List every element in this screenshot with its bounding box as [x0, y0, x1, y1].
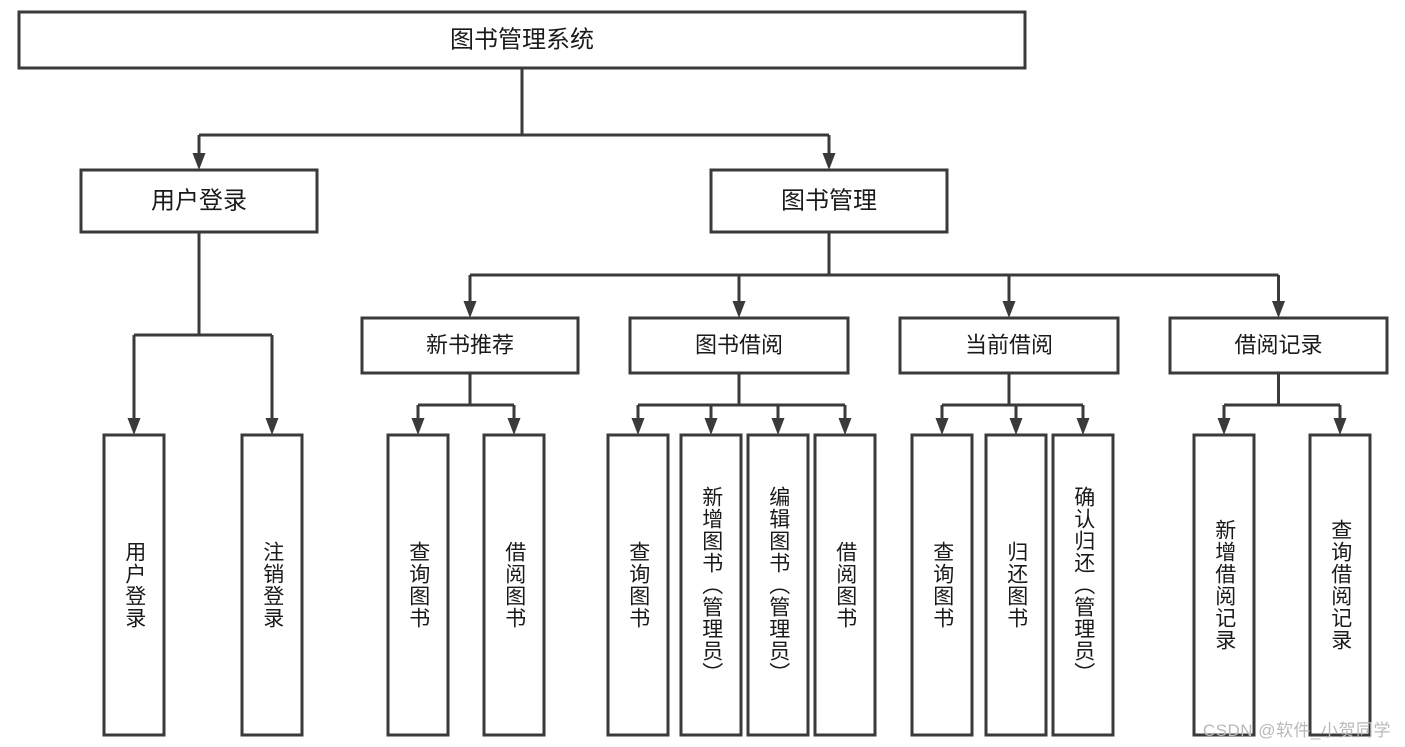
arrow-head-icon	[771, 418, 785, 435]
arrow-head-icon	[732, 301, 746, 318]
arrow-head-icon	[704, 418, 718, 435]
arrow-head-icon	[838, 418, 852, 435]
arrow-head-icon	[411, 418, 425, 435]
arrow-head-icon	[1272, 301, 1285, 318]
node-leaf-edit-book[interactable]	[746, 433, 810, 737]
node-leaf-user-logout[interactable]	[240, 433, 304, 737]
node-leaf-user-login[interactable]	[102, 433, 166, 737]
node-leaf-add-book[interactable]	[679, 433, 743, 737]
arrow-head-icon	[1009, 418, 1023, 435]
arrow-head-icon	[1076, 418, 1090, 435]
node-current-borrow[interactable]: 当前借阅	[898, 316, 1120, 375]
node-leaf-query-book-3[interactable]	[910, 433, 974, 737]
node-label: 图书管理系统	[450, 26, 594, 53]
node-book-manage[interactable]: 图书管理	[709, 168, 949, 234]
arrow-head-icon	[1333, 418, 1347, 435]
node-leaf-confirm-return[interactable]	[1051, 433, 1115, 737]
node-label: 用户登录	[151, 187, 247, 214]
node-leaf-add-record[interactable]	[1192, 433, 1256, 737]
node-leaf-borrow-book-2[interactable]	[813, 433, 877, 737]
arrow-head-icon	[265, 418, 279, 435]
arrow-head-icon	[822, 153, 836, 170]
node-label: 图书借阅	[695, 332, 783, 357]
node-label: 新书推荐	[426, 332, 514, 357]
node-borrow-record[interactable]: 借阅记录	[1168, 316, 1389, 375]
arrow-head-icon	[1002, 301, 1016, 318]
arrow-head-icon	[127, 418, 141, 435]
arrow-head-icon	[463, 301, 477, 318]
node-leaf-query-book-1[interactable]	[386, 433, 450, 737]
connector-lines	[127, 68, 1347, 435]
node-leaf-query-book-2[interactable]	[606, 433, 670, 737]
node-leaf-return-book[interactable]	[984, 433, 1048, 737]
node-label: 借阅记录	[1234, 332, 1322, 357]
arrow-head-icon	[935, 418, 949, 435]
arrow-head-icon	[1217, 418, 1231, 435]
csdn-watermark: CSDN @软件_小贺同学	[1202, 721, 1391, 740]
node-label: 图书管理	[781, 187, 877, 214]
node-new-book-rec[interactable]: 新书推荐	[360, 316, 580, 375]
node-leaf-borrow-book-1[interactable]	[482, 433, 546, 737]
node-book-borrow[interactable]: 图书借阅	[628, 316, 850, 375]
node-root[interactable]: 图书管理系统	[17, 10, 1027, 70]
node-label: 当前借阅	[965, 332, 1053, 357]
arrow-head-icon	[507, 418, 521, 435]
node-user-login[interactable]: 用户登录	[79, 168, 319, 234]
node-leaf-query-record[interactable]	[1308, 433, 1372, 737]
arrow-head-icon	[631, 418, 645, 435]
arrow-head-icon	[192, 153, 206, 170]
